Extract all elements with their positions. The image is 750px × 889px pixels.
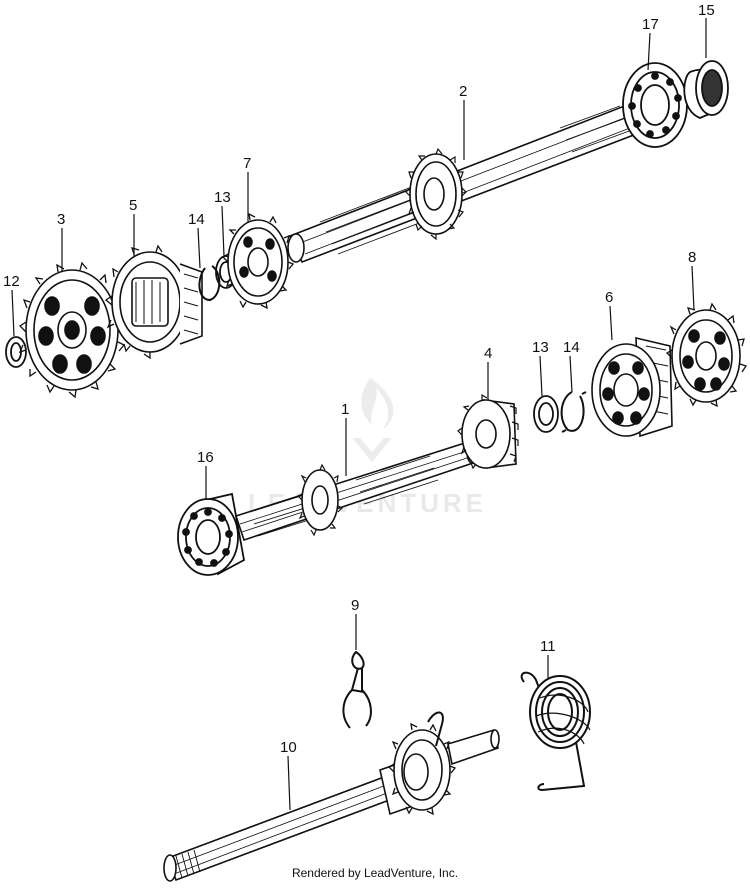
gear-3 bbox=[18, 261, 126, 399]
callout-9: 9 bbox=[351, 597, 359, 614]
bearing-16 bbox=[177, 492, 246, 576]
oil-seal-15 bbox=[683, 60, 729, 119]
callout-13-upper: 13 bbox=[214, 189, 231, 206]
callout-1: 1 bbox=[341, 401, 349, 418]
shaft-1 bbox=[234, 440, 478, 542]
callout-14-upper: 14 bbox=[188, 211, 205, 228]
callout-labels: 2 17 15 3 5 14 13 7 12 8 6 13 14 4 1 16 … bbox=[3, 2, 715, 756]
callout-6: 6 bbox=[605, 289, 613, 306]
return-spring-11 bbox=[520, 671, 591, 792]
callout-4: 4 bbox=[484, 345, 492, 362]
callout-7: 7 bbox=[243, 155, 251, 172]
washer-13-lower bbox=[533, 395, 559, 433]
callout-5: 5 bbox=[129, 197, 137, 214]
callout-14-lower: 14 bbox=[563, 339, 580, 356]
bearing-17 bbox=[622, 62, 688, 148]
callout-15: 15 bbox=[698, 2, 715, 19]
callout-12: 12 bbox=[3, 273, 20, 290]
gear-4 bbox=[457, 393, 519, 470]
kickstarter-shaft-10 bbox=[163, 711, 500, 882]
circlip-14-lower bbox=[560, 391, 587, 433]
callout-3: 3 bbox=[57, 211, 65, 228]
gear-5 bbox=[104, 244, 203, 360]
callout-16: 16 bbox=[197, 449, 214, 466]
leader-lines bbox=[11, 18, 707, 811]
footer-credit: Rendered by LeadVenture, Inc. bbox=[291, 866, 459, 880]
shaft-2 bbox=[287, 98, 654, 264]
spring-clip-9 bbox=[342, 650, 372, 729]
washer-12 bbox=[5, 336, 27, 368]
callout-10: 10 bbox=[280, 739, 297, 756]
callout-17: 17 bbox=[642, 16, 659, 33]
gear-8 bbox=[665, 302, 748, 408]
gear-6 bbox=[591, 336, 673, 438]
circlip-14-upper bbox=[198, 265, 221, 302]
callout-13-lower: 13 bbox=[532, 339, 549, 356]
gear-7 bbox=[221, 212, 295, 310]
callout-11: 11 bbox=[540, 638, 556, 655]
callout-2: 2 bbox=[459, 83, 467, 100]
callout-8: 8 bbox=[688, 249, 696, 266]
